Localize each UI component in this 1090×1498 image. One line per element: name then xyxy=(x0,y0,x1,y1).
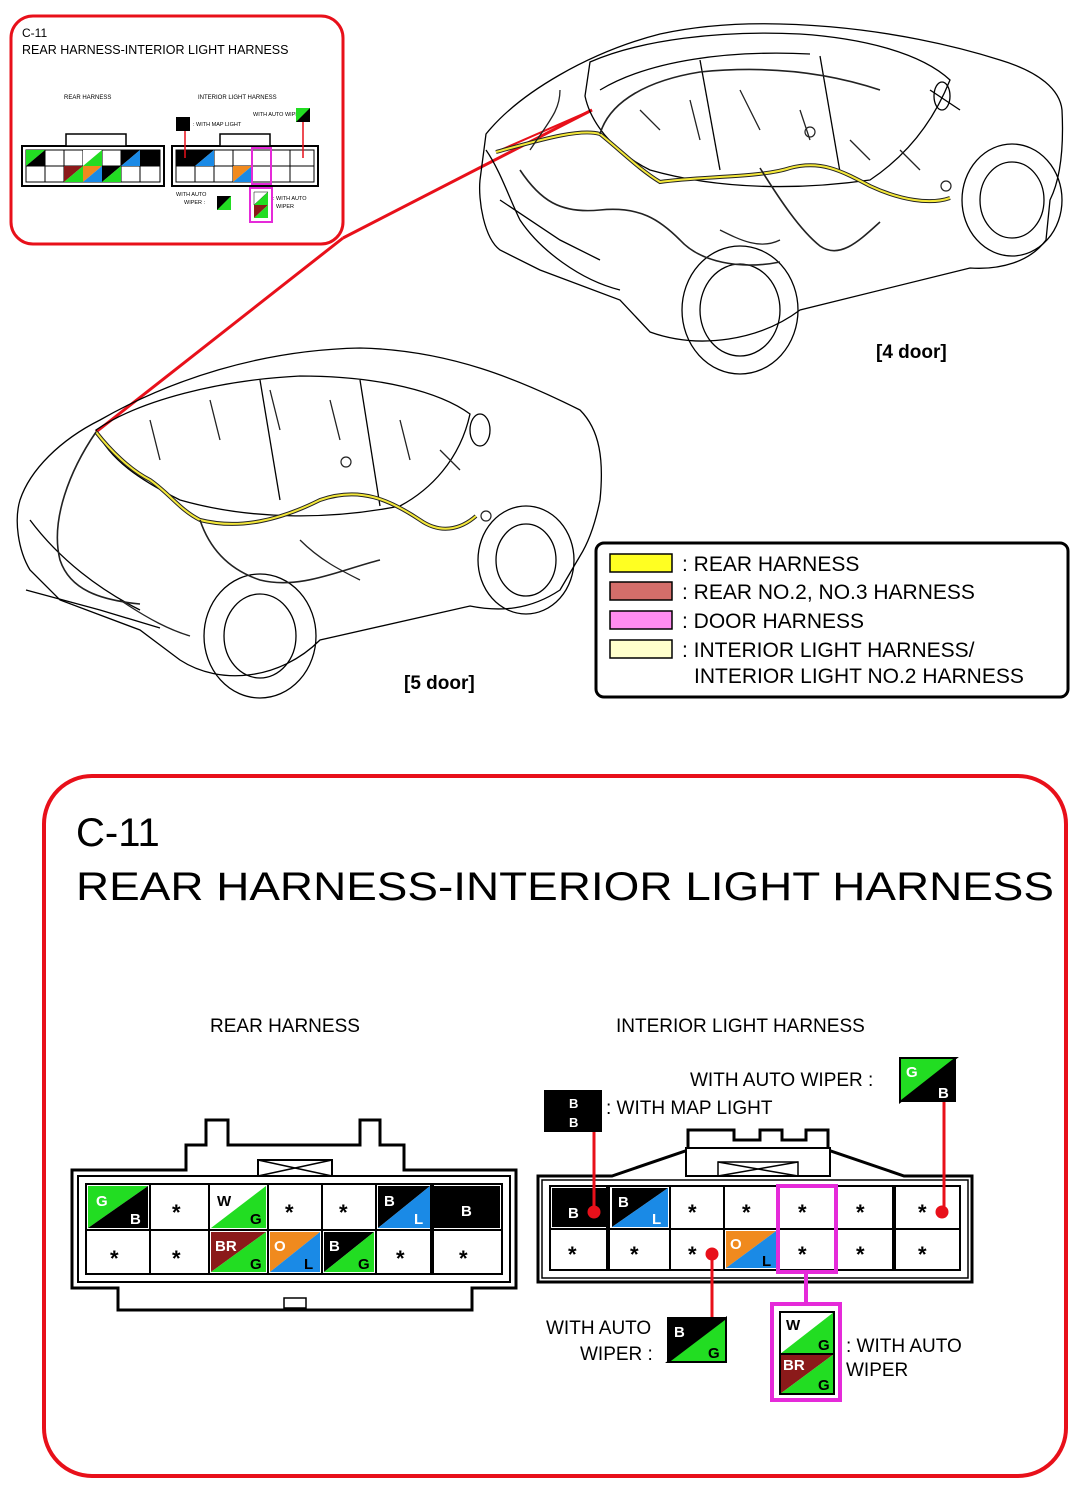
interior-harness-label: INTERIOR LIGHT HARNESS xyxy=(616,1016,865,1037)
legend-label-door: : DOOR HARNESS xyxy=(682,610,864,633)
inset-auto-wiper: WITH AUTO WIPER : xyxy=(253,112,307,118)
auto-wiper-right-pin-1-bottom: G xyxy=(818,1337,830,1354)
rear-pin-1-top: G xyxy=(96,1193,108,1210)
callout-auto-wiper-left: WITH AUTO WIPER : B G xyxy=(546,1315,727,1365)
int-pin-7: * xyxy=(918,1200,927,1225)
rear-pin-6-bottom: L xyxy=(414,1211,423,1228)
legend-swatch-rear xyxy=(609,553,673,573)
auto-wiper-right-pin-2-bottom: G xyxy=(818,1377,830,1394)
rear-harness-label: REAR HARNESS xyxy=(210,1016,360,1037)
rear-pin-14: * xyxy=(459,1246,468,1271)
int-pin-11-bottom: L xyxy=(762,1253,771,1270)
connector-code: C-11 xyxy=(76,811,160,855)
int-pin-4: * xyxy=(742,1200,751,1225)
rear-pin-7: B xyxy=(461,1203,472,1220)
inset-rear-connector xyxy=(21,133,165,187)
int-pin-9: * xyxy=(630,1242,639,1267)
inset-auto-wiper-3b: WIPER xyxy=(276,204,294,210)
legend: : REAR HARNESS : REAR NO.2, NO.3 HARNESS… xyxy=(594,541,1070,699)
callout-auto-wiper-right: W G BR G : WITH AUTO WIPER xyxy=(770,1302,962,1402)
rear-pin-12-bottom: G xyxy=(358,1256,370,1273)
int-pin-3: * xyxy=(688,1200,697,1225)
rear-pin-12-top: B xyxy=(329,1238,340,1255)
legend-swatch-door xyxy=(609,610,673,630)
inset-interior-label: INTERIOR LIGHT HARNESS xyxy=(198,95,277,101)
auto-wiper-right-label-1: : WITH AUTO xyxy=(846,1336,962,1357)
int-pin-1: B xyxy=(568,1205,579,1222)
rear-connector: G B * W G * * B L B * * BR G O L xyxy=(70,1118,518,1312)
legend-label-interior-2: INTERIOR LIGHT NO.2 HARNESS xyxy=(694,665,1024,688)
legend-label-interior: : INTERIOR LIGHT HARNESS/ xyxy=(682,639,975,662)
car-4-door xyxy=(478,23,1064,375)
int-pin-6: * xyxy=(856,1200,865,1225)
rear-pin-11-bottom: L xyxy=(304,1256,313,1273)
rear-pin-8: * xyxy=(110,1246,119,1271)
inset-interior-connector xyxy=(171,108,319,223)
int-pin-11-top: O xyxy=(730,1236,742,1253)
int-pin-8: * xyxy=(568,1242,577,1267)
int-pin-5: * xyxy=(798,1200,807,1225)
car-5-door xyxy=(16,347,603,699)
legend-label-rear-no2: : REAR NO.2, NO.3 HARNESS xyxy=(682,581,975,604)
auto-wiper-top-label: WITH AUTO WIPER : xyxy=(690,1070,873,1091)
map-light-pin-bottom: B xyxy=(569,1115,578,1130)
auto-wiper-right-pin-2-top: BR xyxy=(783,1357,805,1374)
auto-wiper-top-pin-2: B xyxy=(938,1085,949,1102)
inset-auto-wiper-2b: WIPER : xyxy=(184,200,206,206)
rear-pin-10-top: BR xyxy=(215,1238,237,1255)
rear-pin-5: * xyxy=(339,1200,348,1225)
int-pin-12: * xyxy=(798,1242,807,1267)
int-pin-10: * xyxy=(688,1242,697,1267)
inset-rear-label: REAR HARNESS xyxy=(64,95,111,101)
inset-code: C-11 xyxy=(22,26,47,40)
rear-pin-6-top: B xyxy=(384,1193,395,1210)
interior-connector: B B L * * * * * * * * O L * * * xyxy=(536,1128,974,1284)
auto-wiper-left-pin-2: G xyxy=(708,1345,720,1362)
int-pin-2-top: B xyxy=(618,1194,629,1211)
auto-wiper-left-label-1: WITH AUTO xyxy=(546,1318,651,1339)
map-light-label: : WITH MAP LIGHT xyxy=(606,1098,773,1119)
rear-pin-4: * xyxy=(285,1200,294,1225)
rear-pin-3-bottom: G xyxy=(250,1211,262,1228)
connector-title: REAR HARNESS-INTERIOR LIGHT HARNESS xyxy=(76,865,1054,909)
inset-auto-wiper-2a: WITH AUTO xyxy=(176,192,207,198)
pointer-lines xyxy=(95,108,593,434)
rear-pin-3-top: W xyxy=(217,1193,232,1210)
auto-wiper-left-label-2: WIPER : xyxy=(580,1344,653,1365)
label-4-door: [4 door] xyxy=(876,342,947,363)
car-5-door-wires xyxy=(56,389,492,637)
rear-pin-9: * xyxy=(172,1246,181,1271)
legend-swatch-rear-no2 xyxy=(609,581,673,601)
legend-label-rear: : REAR HARNESS xyxy=(682,553,859,576)
inset-map-light: : WITH MAP LIGHT xyxy=(193,122,242,128)
legend-swatch-interior xyxy=(609,639,673,659)
int-pin-14: * xyxy=(918,1242,927,1267)
int-pin-13: * xyxy=(856,1242,865,1267)
label-5-door: [5 door] xyxy=(404,673,475,694)
rear-pin-10-bottom: G xyxy=(250,1256,262,1273)
int-pin-2-bottom: L xyxy=(652,1211,661,1228)
rear-pin-11-top: O xyxy=(274,1238,286,1255)
auto-wiper-top-pin-1: G xyxy=(906,1064,918,1081)
inset-panel: C-11 REAR HARNESS-INTERIOR LIGHT HARNESS… xyxy=(9,14,345,246)
callout-map-light: B B : WITH MAP LIGHT xyxy=(544,1090,773,1132)
map-light-pin-top: B xyxy=(569,1096,578,1111)
auto-wiper-left-pin-1: B xyxy=(674,1324,685,1341)
callout-leaders xyxy=(587,1100,949,1318)
rear-pin-2: * xyxy=(172,1200,181,1225)
inset-title: REAR HARNESS-INTERIOR LIGHT HARNESS xyxy=(22,43,288,57)
auto-wiper-right-label-2: WIPER xyxy=(846,1360,908,1381)
connector-panel: C-11 REAR HARNESS-INTERIOR LIGHT HARNESS… xyxy=(42,774,1068,1478)
rear-pin-13: * xyxy=(396,1246,405,1271)
inset-auto-wiper-3a: : WITH AUTO xyxy=(273,196,307,202)
car-4-door-wires xyxy=(495,68,952,266)
callout-auto-wiper-top: WITH AUTO WIPER : G B xyxy=(690,1057,959,1105)
rear-pin-1-bottom: B xyxy=(130,1211,141,1228)
auto-wiper-right-pin-1-top: W xyxy=(786,1317,801,1334)
